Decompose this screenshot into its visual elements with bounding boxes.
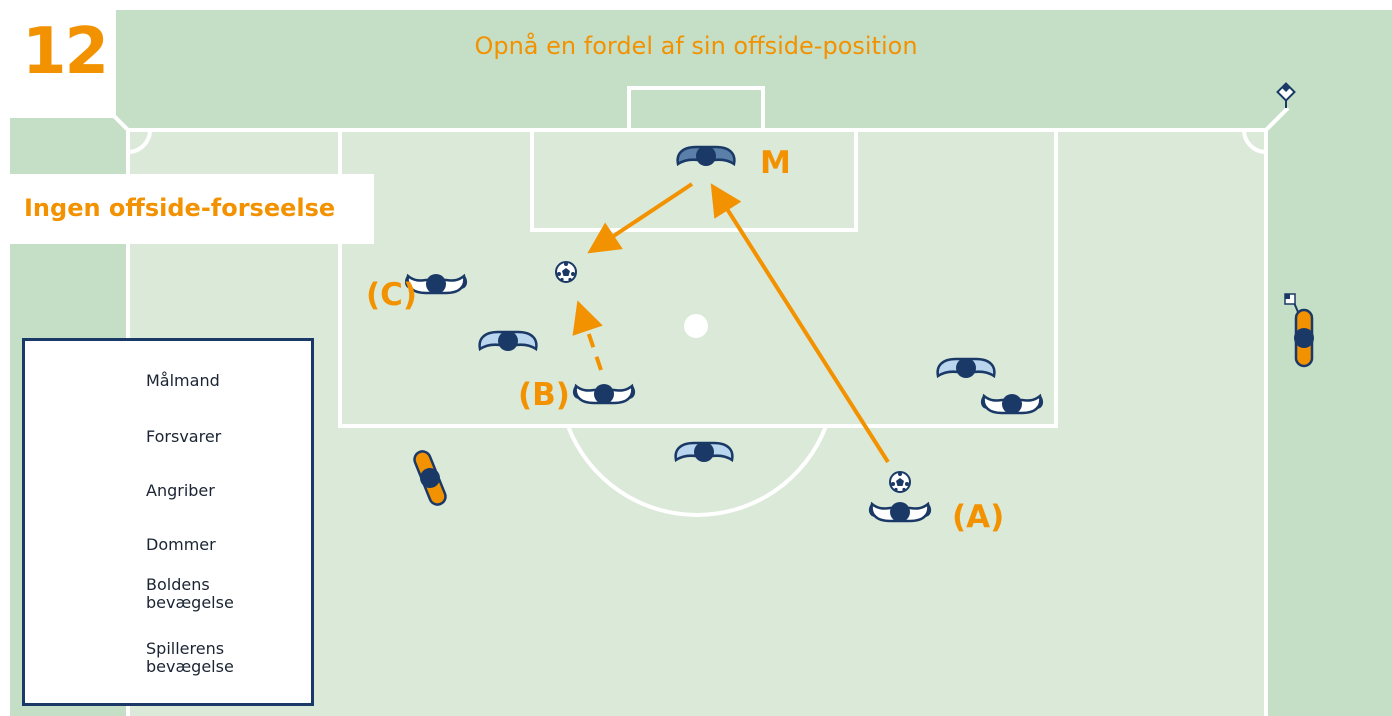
ball-path-m-to-b	[587, 182, 694, 254]
label-c: (C)	[366, 277, 418, 313]
diagram-subtitle: Ingen offside-forseelse	[24, 194, 336, 222]
ball-icon-deflected	[555, 261, 577, 283]
player-path-b	[572, 300, 603, 371]
legend-goalkeeper-label: Målmand	[146, 371, 220, 390]
legend-player-movement-line2: bevægelse	[146, 657, 234, 676]
subtitle-box: Ingen offside-forseelse	[10, 174, 374, 244]
assistant-referee	[1292, 308, 1316, 368]
diagram-number: 12	[22, 15, 109, 89]
ball-icon-a	[889, 471, 911, 493]
corner-flag-icon	[1276, 82, 1296, 108]
ball-path-a-to-m	[710, 183, 890, 464]
legend	[22, 338, 314, 706]
assistant-flag-icon	[1284, 293, 1299, 313]
label-goalkeeper: M	[760, 145, 791, 181]
legend-defender-label: Forsvarer	[146, 427, 222, 446]
diagram-title: Opnå en fordel af sin offside-position	[474, 32, 918, 60]
legend-referee-label: Dommer	[146, 535, 216, 554]
legend-ball-movement-line2: bevægelse	[146, 593, 234, 612]
label-b: (B)	[518, 377, 570, 413]
legend-attacker-label: Angriber	[146, 481, 215, 500]
label-a: (A)	[952, 499, 1005, 535]
legend-player-movement-line1: Spillerens	[146, 639, 225, 658]
number-box: 12	[0, 0, 116, 118]
penalty-spot	[684, 314, 708, 338]
legend-ball-movement-line1: Boldens	[146, 575, 210, 594]
